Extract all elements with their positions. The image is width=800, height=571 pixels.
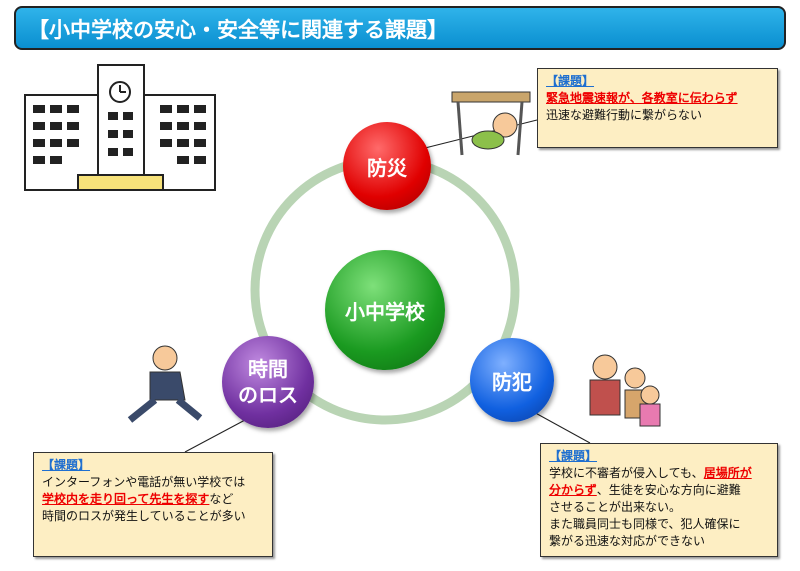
node-time-label-2: のロス (238, 383, 298, 407)
intruder-students-illustration (589, 354, 661, 427)
node-disaster-label: 防災 (367, 155, 407, 180)
issue-text: また職員同士も同様で、犯人確保に (549, 517, 741, 531)
issue-label: 【課題】 (42, 458, 91, 472)
node-time-loss: 時間 のロス (222, 336, 314, 428)
center-label: 小中学校 (345, 299, 425, 324)
issue-box-time: 【課題】 インターフォンや電話が無い学校では 学校内を走り回って先生を探すなど … (33, 452, 273, 557)
issue-text: 時間のロスが発生していることが多い (42, 509, 246, 523)
school-building-icon (24, 64, 216, 191)
issue-text: 繋がる迅速な対応ができない (549, 534, 706, 548)
node-center-school: 小中学校 (325, 250, 445, 370)
issue-highlight: 学校内を走り回って先生を探す (42, 492, 210, 506)
node-disaster: 防災 (343, 122, 431, 210)
node-crime: 防犯 (470, 338, 554, 422)
issue-label: 【課題】 (546, 74, 595, 88)
node-time-label-1: 時間 (248, 357, 288, 381)
running-teacher-illustration (127, 345, 203, 423)
node-crime-label: 防犯 (492, 369, 532, 394)
issue-highlight: 分からず (549, 483, 597, 497)
desk-hiding-student-illustration (451, 91, 531, 156)
issue-text: など (209, 492, 234, 506)
issue-text: 迅速な避難行動に繋がらない (546, 108, 703, 122)
issue-text: インターフォンや電話が無い学校では (42, 475, 246, 489)
issue-text: させることが出来ない。 (549, 500, 682, 514)
issue-label: 【課題】 (549, 449, 598, 463)
issue-highlight: 緊急地震速報が、各教室に伝わらず (546, 91, 738, 105)
issue-box-disaster: 【課題】 緊急地震速報が、各教室に伝わらず 迅速な避難行動に繋がらない (537, 68, 778, 148)
issue-box-crime: 【課題】 学校に不審者が侵入しても、居場所が 分からず、生徒を安心な方向に避難 … (540, 443, 778, 557)
issue-text: 学校に不審者が侵入しても、 (549, 466, 704, 480)
connector-time (184, 419, 246, 453)
page-title: 【小中学校の安心・安全等に関連する課題】 (14, 6, 786, 50)
issue-text: 、生徒を安心な方向に避難 (596, 483, 741, 497)
connector-crime (529, 409, 591, 444)
issue-highlight: 居場所が (703, 466, 752, 480)
